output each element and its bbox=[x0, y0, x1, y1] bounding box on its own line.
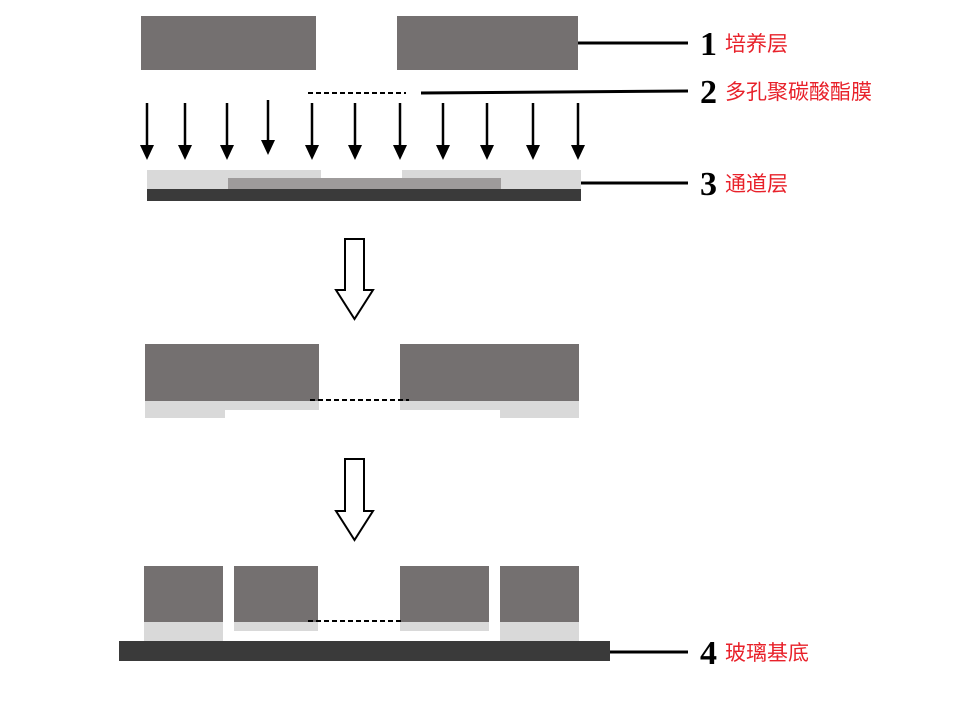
label-4-number: 4 bbox=[700, 635, 717, 672]
down-arrow-icon bbox=[571, 103, 585, 160]
channel-leg-left bbox=[145, 410, 225, 418]
down-arrow-icon bbox=[526, 103, 540, 160]
down-arrow-icon bbox=[348, 103, 362, 160]
label-1: 1 培养层 bbox=[700, 26, 788, 63]
culture-layer-right-block bbox=[397, 16, 578, 70]
down-arrow-icon bbox=[140, 103, 154, 160]
down-arrow-icon bbox=[305, 103, 319, 160]
channel-layer bbox=[147, 170, 581, 201]
channel-strip-left bbox=[145, 401, 319, 410]
device-pad-4 bbox=[500, 622, 579, 641]
down-arrow-icon bbox=[178, 103, 192, 160]
down-arrow-icon bbox=[393, 103, 407, 160]
label-3: 3 通道层 bbox=[700, 166, 788, 203]
channel-layer-groove bbox=[228, 178, 501, 189]
pressure-arrows bbox=[140, 100, 585, 160]
down-arrow-icon bbox=[436, 103, 450, 160]
culture-block-left bbox=[145, 344, 319, 401]
device-block-1 bbox=[144, 566, 223, 622]
culture-layer-left-block bbox=[141, 16, 316, 70]
label-4-text: 玻璃基底 bbox=[725, 641, 809, 665]
stage-3-final bbox=[119, 566, 610, 661]
down-arrow-icon bbox=[261, 100, 275, 155]
stage-1-exploded bbox=[140, 16, 585, 201]
device-block-2 bbox=[234, 566, 318, 622]
device-pad-1 bbox=[144, 622, 223, 641]
channel-strip-right bbox=[400, 401, 579, 410]
label-2: 2 多孔聚碳酸酯膜 bbox=[700, 74, 872, 111]
channel-layer-bottom bbox=[147, 189, 581, 201]
label-2-text: 多孔聚碳酸酯膜 bbox=[725, 80, 872, 104]
culture-block-right bbox=[400, 344, 579, 401]
device-block-4 bbox=[500, 566, 579, 622]
device-block-3 bbox=[400, 566, 489, 622]
down-arrow-icon bbox=[480, 103, 494, 160]
label-2-number: 2 bbox=[700, 74, 717, 111]
process-arrow-icon bbox=[334, 458, 375, 542]
device-pad-3 bbox=[400, 622, 489, 631]
channel-leg-right bbox=[500, 410, 579, 418]
label-1-number: 1 bbox=[700, 26, 717, 63]
device-pad-2 bbox=[234, 622, 318, 631]
label-3-number: 3 bbox=[700, 166, 717, 203]
process-arrow-icon bbox=[334, 238, 375, 321]
label-3-text: 通道层 bbox=[725, 172, 788, 196]
leader-lines bbox=[420, 41, 689, 654]
label-1-text: 培养层 bbox=[725, 32, 788, 56]
leader-line-2 bbox=[420, 89, 689, 95]
down-arrow-icon bbox=[220, 103, 234, 160]
glass-substrate bbox=[119, 641, 610, 661]
stage-2-bonded bbox=[145, 344, 579, 418]
label-4: 4 玻璃基底 bbox=[700, 635, 809, 672]
